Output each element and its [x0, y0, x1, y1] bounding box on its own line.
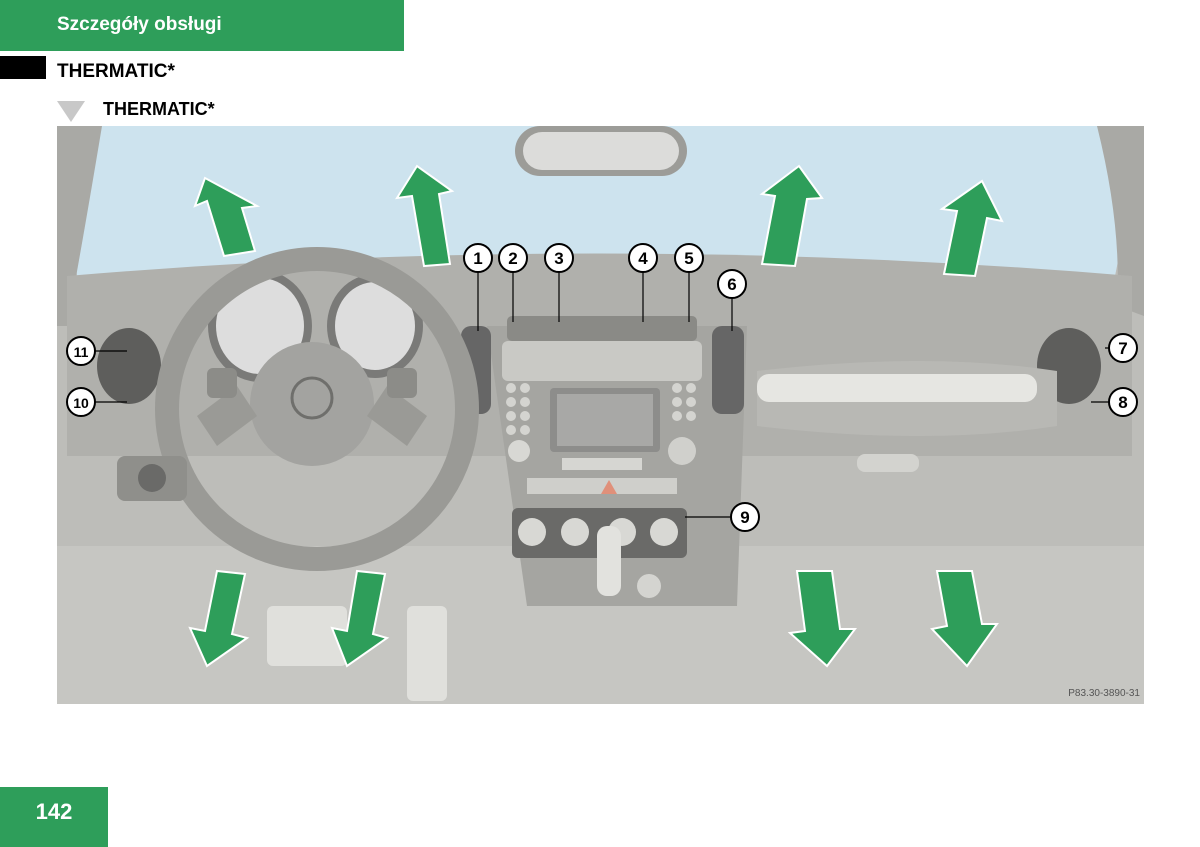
- svg-text:4: 4: [638, 249, 648, 268]
- subsection-title: THERMATIC*: [103, 99, 215, 119]
- svg-text:2: 2: [508, 249, 517, 268]
- callout-4: 4: [628, 243, 658, 273]
- svg-text:6: 6: [727, 275, 736, 294]
- svg-text:5: 5: [684, 249, 693, 268]
- header-tab: Szczegóły obsługi: [0, 0, 404, 51]
- section-title: THERMATIC*: [57, 61, 175, 82]
- header-tab-label: Szczegóły obsługi: [57, 14, 222, 35]
- svg-text:1: 1: [473, 249, 482, 268]
- callout-8: 8: [1108, 387, 1138, 417]
- svg-text:8: 8: [1118, 393, 1127, 412]
- triangle-bullet-icon: [57, 101, 85, 122]
- svg-text:11: 11: [74, 344, 89, 360]
- callout-3: 3: [544, 243, 574, 273]
- callout-1: 1: [463, 243, 493, 273]
- callout-11: 11: [66, 336, 96, 366]
- section-marker: [0, 56, 46, 79]
- dashboard-illustration: 1 2 3 4 5 6 7 8 9 10 11 P83.30-3890-31: [57, 126, 1144, 704]
- dashboard-figure: 1 2 3 4 5 6 7 8 9 10 11 P83.30-3890-31: [57, 126, 1144, 704]
- callout-10: 10: [66, 387, 96, 417]
- page-number-box: 142: [0, 787, 108, 847]
- figure-code: P83.30-3890-31: [1068, 688, 1140, 699]
- callout-5: 5: [674, 243, 704, 273]
- callout-2: 2: [498, 243, 528, 273]
- page-number: 142: [35, 799, 73, 824]
- callout-7: 7: [1108, 333, 1138, 363]
- svg-text:10: 10: [73, 395, 89, 411]
- svg-text:3: 3: [554, 249, 563, 268]
- callout-9: 9: [730, 502, 760, 532]
- callout-6: 6: [717, 269, 747, 299]
- svg-text:9: 9: [740, 508, 749, 527]
- svg-text:7: 7: [1118, 339, 1127, 358]
